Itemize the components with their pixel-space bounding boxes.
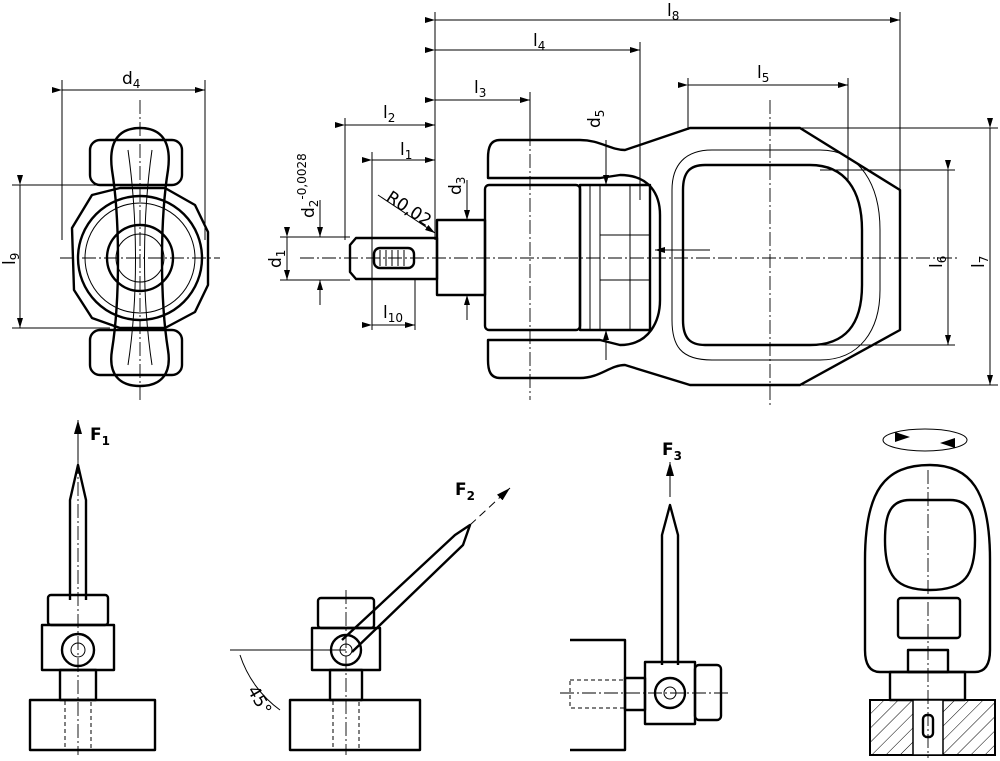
dim-d4-label: d4 (122, 69, 140, 91)
dim-l4-label: l4 (533, 31, 545, 53)
angle-label: 45° (243, 683, 275, 719)
load-f2-label: F2 (455, 480, 475, 503)
dim-d3-label: d3 (446, 177, 468, 195)
dim-l6-label: l6 (927, 256, 949, 268)
load-case-f3: F3 (560, 440, 730, 752)
dim-d5-label: d5 (585, 110, 607, 128)
dim-l3-label: l3 (474, 78, 486, 100)
radius-label: R0,02 (382, 187, 435, 231)
dim-l7-label: l7 (969, 256, 991, 268)
dim-d2-label: d2-0,0028 (295, 153, 321, 218)
side-view: d4 l9 (0, 69, 220, 400)
front-view: l8 l4 l3 l2 l1 l5 d5 d3 d2-0,0028 R0,02 … (266, 1, 998, 405)
load-f1-label: F1 (90, 425, 110, 448)
load-case-f2: F2 45° (230, 480, 511, 755)
dim-l5-label: l5 (757, 63, 769, 85)
dim-d1-label: d1 (266, 250, 288, 268)
dim-l2-label: l2 (383, 103, 395, 125)
rotation-view (863, 428, 996, 758)
dim-l1-label: l1 (400, 140, 412, 162)
dim-l9-label: l9 (0, 253, 22, 265)
load-f3-label: F3 (662, 440, 682, 463)
load-case-f1: F1 (28, 420, 157, 755)
dim-l10-label: l10 (383, 303, 403, 325)
dim-l8-label: l8 (667, 1, 679, 23)
